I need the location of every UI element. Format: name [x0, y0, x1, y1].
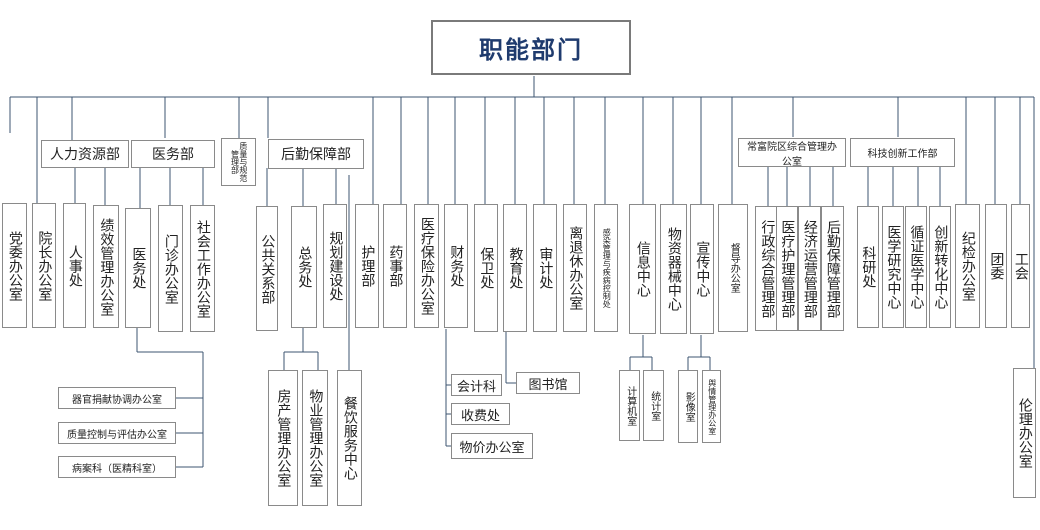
dept-houqin2: 后勤保障管理部 [821, 206, 844, 331]
sub-yuqing: 舆情管理办公室 [702, 370, 721, 443]
group-changfu: 常富院区综合管理办公室 [738, 138, 846, 167]
dept-xunzheng: 循证医学中心 [905, 206, 927, 328]
dept-tuanwei: 团委 [985, 204, 1007, 328]
group-quality: 质量与规范管理部 [221, 138, 256, 186]
sub-qiguan: 器官捐献协调办公室 [58, 387, 176, 409]
dept-guihua: 规划建设处 [323, 204, 347, 328]
dept-shehui: 社会工作办公室 [190, 205, 215, 332]
dept-ganran: 感染管理与疾病控制处 [594, 204, 618, 332]
sub-jisuanji: 计算机室 [619, 370, 640, 441]
dept-lunli: 伦理办公室 [1013, 368, 1036, 498]
sub-wuye: 物业管理办公室 [302, 370, 328, 506]
sub-yingxiang: 影像室 [678, 370, 698, 443]
root-node: 职能部门 [431, 20, 631, 75]
dept-duban: 督导办公室 [718, 204, 748, 332]
dept-xuanchuan: 宣传中心 [690, 204, 714, 334]
dept-shenji: 审计处 [533, 204, 557, 332]
dept-chuangxin: 创新转化中心 [929, 206, 951, 328]
dept-jiaoyu: 教育处 [503, 204, 527, 332]
dept-wuzi: 物资器械中心 [660, 204, 687, 334]
dept-jixiao: 绩效管理办公室 [93, 205, 119, 328]
dept-menzhen: 门诊办公室 [158, 205, 183, 332]
sub-tongji: 统计室 [643, 370, 664, 441]
dept-jingji: 经济运营管理部 [798, 206, 821, 331]
dept-yuanzhang: 院长办公室 [32, 203, 56, 328]
dept-gonghui: 工会 [1011, 204, 1030, 328]
dept-zongwu: 总务处 [291, 206, 317, 328]
dept-baowei: 保卫处 [474, 204, 498, 332]
sub-canyin: 餐饮服务中心 [337, 370, 362, 506]
dept-caiwu: 财务处 [444, 204, 468, 328]
dept-yiwu: 医务处 [125, 208, 151, 328]
sub-shoufei: 收费处 [451, 403, 510, 425]
dept-jijian: 纪检办公室 [955, 204, 980, 328]
dept-yiliaobx: 医疗保险办公室 [414, 204, 439, 328]
sub-zhiliang: 质量控制与评估办公室 [58, 422, 176, 444]
dept-yiliaohl: 医疗护理管理部 [776, 206, 798, 331]
group-hr: 人力资源部 [41, 140, 129, 168]
group-logistics: 后勤保障部 [268, 139, 364, 169]
dept-keyan: 科研处 [857, 206, 879, 328]
group-medical: 医务部 [131, 140, 215, 168]
sub-fangchan: 房产管理办公室 [268, 370, 298, 506]
dept-huli: 护理部 [355, 204, 379, 328]
dept-lituixiu: 离退休办公室 [563, 204, 587, 332]
dept-yaoshi: 药事部 [383, 204, 407, 328]
dept-yixue: 医学研究中心 [882, 206, 904, 328]
sub-tushu: 图书馆 [516, 372, 580, 394]
sub-kuaiji: 会计科 [451, 374, 502, 396]
group-science: 科技创新工作部 [850, 138, 955, 167]
sub-wujia: 物价办公室 [451, 433, 533, 459]
dept-dangwei: 党委办公室 [2, 203, 27, 328]
dept-xingzheng: 行政综合管理部 [755, 206, 779, 331]
dept-renshi: 人事处 [63, 203, 86, 328]
dept-xinxi: 信息中心 [629, 204, 656, 334]
sub-bingan: 病案科（医精科室） [58, 456, 176, 478]
dept-gonggong: 公共关系部 [256, 206, 278, 331]
